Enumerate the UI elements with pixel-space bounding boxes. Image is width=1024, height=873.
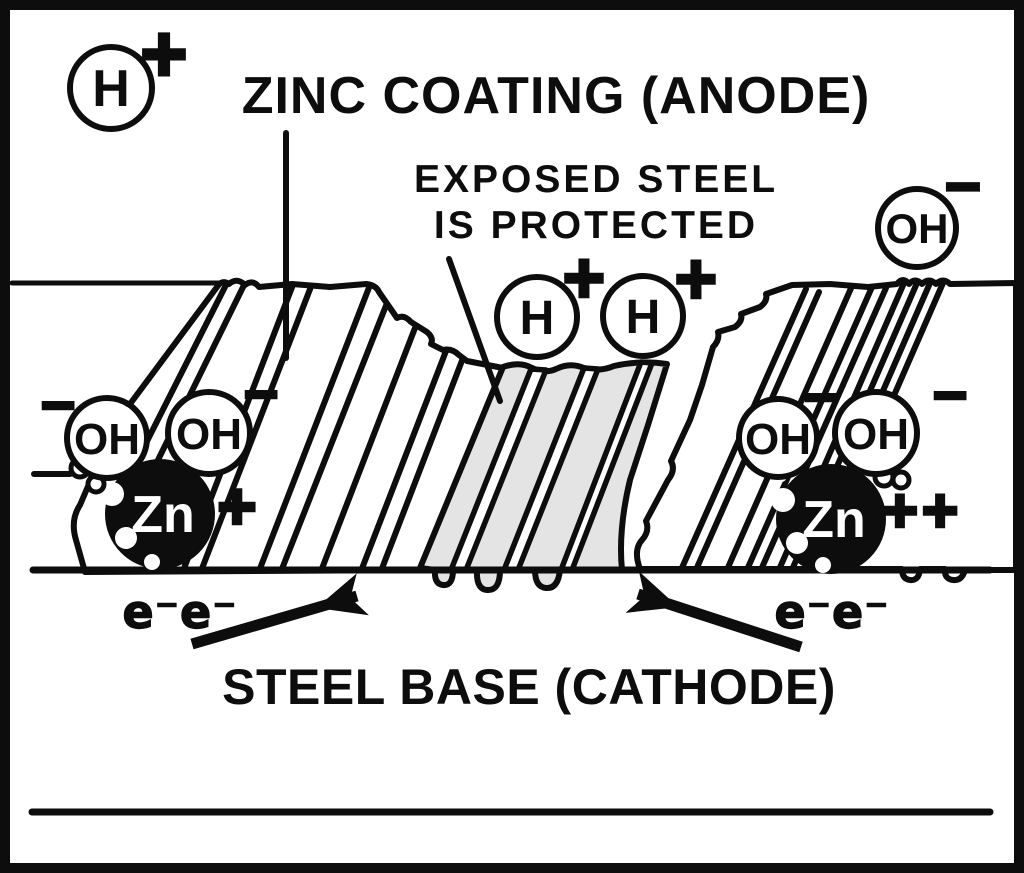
plus-charge-icon: + (215, 476, 259, 536)
minus-charge-icon: − (39, 377, 78, 431)
hydroxide-ion-right-1: OH − (736, 367, 842, 480)
hydroxide-label: OH (843, 410, 909, 459)
electron-flow-arrow-left (190, 573, 369, 650)
subtitle-line1: EXPOSED STEEL (414, 158, 778, 201)
hydrogen-label: H (520, 292, 555, 345)
hydroxide-ion-left-2: OH − (165, 364, 282, 477)
plus-charge-icon: + (138, 16, 190, 89)
minus-charge-icon: − (242, 366, 281, 420)
diagram-title: ZINC COATING (ANODE) (242, 67, 871, 125)
electron-flow-arrow-right (625, 571, 803, 653)
plus-charge-icon: + (673, 246, 720, 311)
hydrogen-ion-middle-left: H + (494, 243, 610, 360)
hydroxide-label: OH (74, 415, 140, 464)
minus-charge-icon: − (931, 367, 970, 421)
hydrogen-ion-top-left: H + (67, 14, 192, 132)
hydroxide-ion-right-2: OH − (832, 365, 971, 491)
subtitle-leader-line (446, 256, 503, 404)
hydroxide-label: OH (886, 205, 949, 252)
subtitle-line2: IS PROTECTED (434, 204, 758, 247)
hydroxide-ion-left-1: OH − (37, 375, 150, 495)
hydrogen-label: H (92, 60, 130, 118)
minus-charge-icon: − (802, 369, 841, 423)
double-plus-charge-icon: ++ (880, 482, 960, 538)
plus-charge-icon: + (561, 245, 608, 310)
hydrogen-ion-middle-right: H + (600, 244, 722, 359)
zinc-ion-left: Zn + (100, 459, 261, 570)
electrons-label-right: e⁻e⁻ (775, 585, 890, 639)
zinc-label: Zn (802, 491, 866, 549)
minus-charge-icon: − (943, 158, 983, 214)
hydroxide-label: OH (176, 410, 242, 459)
hydroxide-ion-top-right: OH − (875, 156, 985, 270)
hydrogen-label: H (626, 291, 661, 344)
electrons-label-left: e⁻e⁻ (123, 585, 238, 639)
zinc-label: Zn (131, 486, 195, 544)
hydroxide-label: OH (745, 415, 811, 464)
steel-base-label: STEEL BASE (CATHODE) (222, 659, 836, 715)
